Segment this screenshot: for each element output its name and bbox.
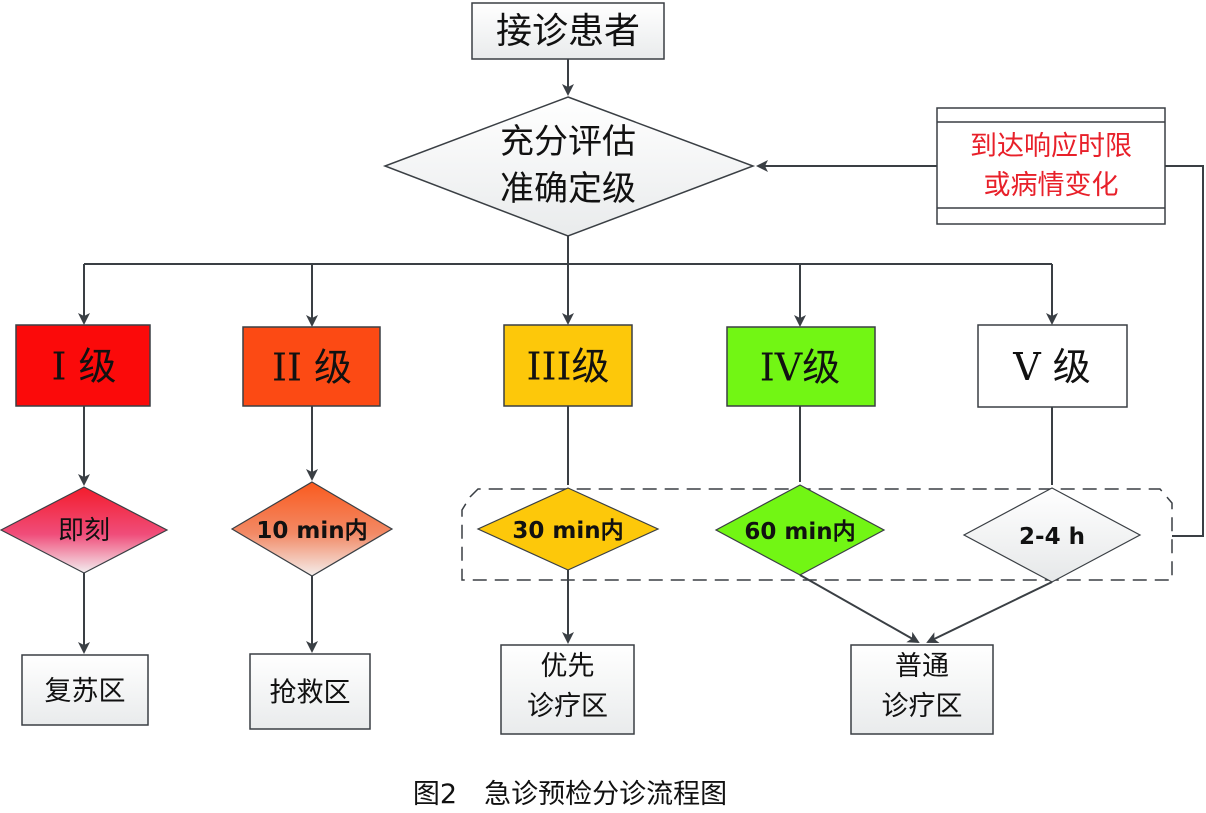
zone-3-line2: 诊疗区 [527,691,608,722]
edge-time4-zone [799,574,920,643]
level-5-branch: V 级 2-4 h [962,264,1142,583]
level-4-time-label: 60 min内 [744,519,855,545]
level-1-label: I 级 [51,345,116,389]
level-1-box: I 级 [15,324,151,407]
level-3-label: III级 [526,345,609,389]
level-4-branch: IV级 60 min内 [714,264,886,576]
zone-5-line2: 诊疗区 [882,691,963,722]
level-5-label: V 级 [1012,345,1091,389]
zone-2-line1: 抢救区 [270,678,351,709]
level-1-branch: I 级即刻 [0,264,169,574]
edge-loop-to-reassess [1165,165,1204,537]
level-4-time-decision: 60 min内 [714,484,886,576]
reassess-line2: 或病情变化 [984,170,1119,201]
level-1-time-label: 即刻 [58,516,110,546]
zone-3-line1: 优先 [541,651,595,682]
time-limit-group [461,488,1173,581]
level-3-time-decision: 30 min内 [476,487,660,571]
reassess-node: 到达响应时限 或病情变化 [936,107,1166,225]
zone-1: 复苏区 [21,654,149,726]
level-2-time-label: 10 min内 [256,518,367,544]
assess-line1: 充分评估 [500,122,636,162]
level-5-box: V 级 [977,324,1128,408]
level-4-box: IV级 [726,326,876,407]
reassess-line1: 到达响应时限 [970,131,1132,162]
edge-time5-zone [926,581,1053,644]
level-3-branch: III级 30 min内 [476,264,660,571]
level-2-branch: II 级 10 min内 [230,264,394,577]
start-node: 接诊患者 [471,2,665,60]
assess-line2: 准确定级 [500,169,636,209]
level-3-box: III级 [503,324,633,407]
zone-1-line1: 复苏区 [45,676,126,707]
level-2-box: II 级 [242,326,381,407]
zone-5-line1: 普通 [895,651,949,682]
level-2-label: II 级 [272,346,352,390]
assess-decision: 充分评估 准确定级 [382,96,756,237]
level-5-time-label: 2-4 h [1019,524,1085,550]
level-3-time-label: 30 min内 [512,518,623,544]
start-label: 接诊患者 [496,11,640,52]
level-2-time-decision: 10 min内 [230,481,394,577]
level-1-time-decision: 即刻 [0,486,169,574]
level-4-label: IV级 [760,346,840,390]
figure-caption: 图2 急诊预检分诊流程图 [413,779,727,810]
level-5-time-decision: 2-4 h [962,487,1142,583]
zone-2: 抢救区 [249,653,371,730]
